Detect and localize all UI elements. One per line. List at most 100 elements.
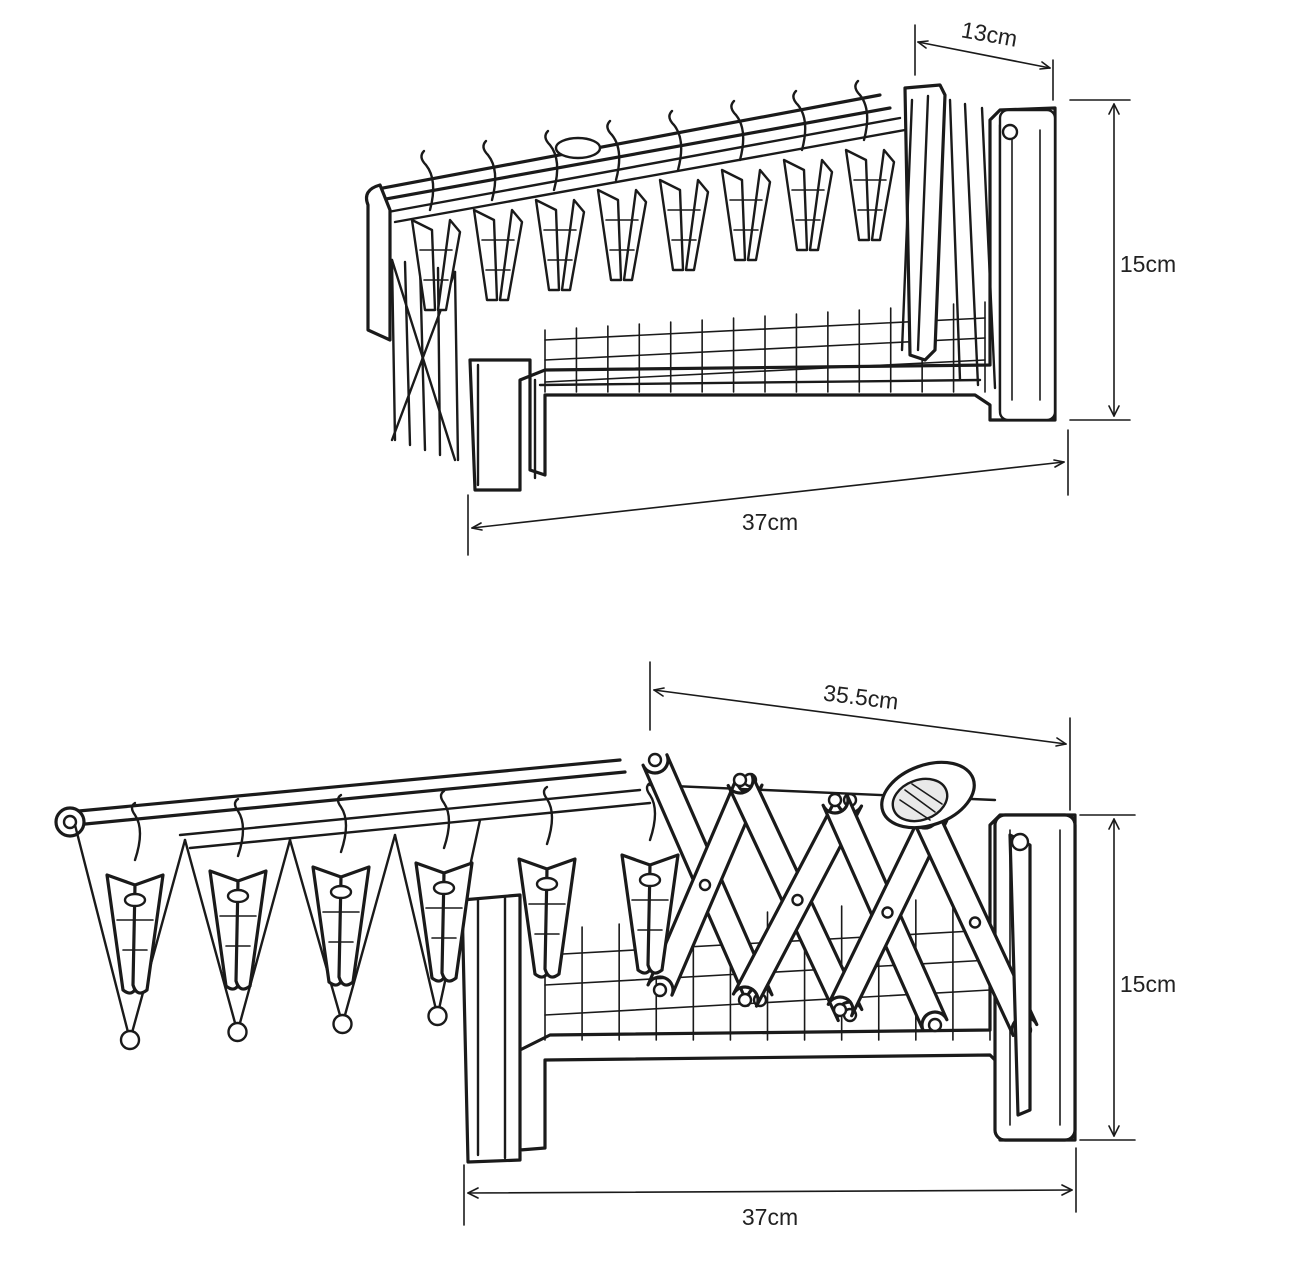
peg-spring — [631, 899, 669, 931]
peg-spring — [853, 179, 887, 211]
peg-pivot — [432, 880, 456, 896]
peg-arm — [808, 158, 834, 252]
peg-pivot — [535, 876, 559, 892]
clothes-peg — [720, 99, 772, 262]
extended-clip-row — [105, 781, 680, 995]
extended-height-dimension: 15cm — [1079, 814, 1176, 1141]
hook — [439, 789, 451, 850]
scissor-link — [73, 823, 132, 1042]
peg-spring — [425, 907, 463, 939]
hook — [233, 797, 245, 858]
clothes-peg — [105, 801, 165, 995]
extended-rack-illustration — [54, 752, 1077, 1164]
peg-spring — [667, 209, 701, 241]
pivot — [332, 1013, 353, 1035]
clothes-peg — [596, 119, 648, 282]
rivet — [927, 1017, 943, 1033]
folded-clip-row — [410, 79, 896, 312]
peg-arm — [684, 178, 710, 272]
hook — [645, 781, 657, 842]
grid-wire — [544, 359, 986, 383]
clothes-peg — [620, 781, 680, 975]
hook — [792, 89, 807, 152]
peg-arm — [844, 148, 871, 242]
scissor-link — [128, 838, 187, 1042]
peg-spring — [791, 189, 825, 221]
folded-rack-illustration — [364, 79, 1057, 492]
rivet — [832, 1002, 848, 1018]
folded-height-label: 15cm — [1120, 251, 1176, 277]
rivet — [1010, 832, 1030, 852]
peg-arm — [658, 178, 685, 272]
hook — [482, 139, 497, 202]
peg-arm — [534, 198, 561, 292]
clothes-peg — [410, 149, 462, 312]
hook — [854, 79, 869, 142]
clothes-peg — [414, 789, 474, 983]
peg-arm — [234, 869, 268, 991]
peg-pivot — [123, 892, 147, 908]
folded-width-dimension: 37cm — [467, 429, 1069, 556]
peg-arm — [870, 148, 896, 242]
scissor-link — [393, 833, 439, 1018]
scissor-link — [288, 838, 344, 1026]
hook — [544, 129, 559, 192]
peg-arm — [720, 168, 747, 262]
peg-pivot — [638, 872, 662, 888]
folded-height-dimension: 15cm — [1069, 99, 1176, 421]
extended-height-label: 15cm — [1120, 971, 1176, 997]
peg-arm — [746, 168, 772, 262]
hook — [420, 149, 435, 212]
peg-arm — [543, 857, 577, 979]
pivot — [427, 1005, 448, 1027]
peg-spring — [419, 249, 453, 281]
clothes-peg — [658, 109, 710, 272]
rivet — [647, 752, 663, 768]
peg-spring — [219, 915, 257, 947]
clothes-peg — [517, 785, 577, 979]
clothes-peg — [534, 129, 586, 292]
peg-spring — [322, 911, 360, 943]
peg-arm — [498, 208, 524, 302]
clothes-peg — [472, 139, 524, 302]
clothes-peg — [844, 79, 896, 242]
hook — [336, 793, 348, 854]
peg-arm — [782, 158, 809, 252]
peg-arm — [337, 865, 371, 987]
rivet — [698, 878, 712, 892]
folded-depth-label: 13cm — [959, 16, 1019, 51]
peg-spring — [605, 219, 639, 251]
peg-spring — [481, 239, 515, 271]
peg-spring — [543, 229, 577, 261]
pivot — [227, 1021, 248, 1043]
hook — [668, 109, 683, 172]
extended-width-label: 37cm — [742, 1204, 798, 1230]
rivet — [827, 792, 843, 808]
rivet — [881, 906, 894, 919]
folded-width-label: 37cm — [742, 509, 798, 535]
rivet — [652, 982, 668, 998]
extended-reach-label: 35.5cm — [822, 680, 900, 715]
hook — [606, 119, 621, 182]
peg-pivot — [329, 884, 353, 900]
peg-spring — [528, 903, 566, 935]
peg-spring — [729, 199, 763, 231]
clothes-peg — [782, 89, 834, 252]
extended-reach-dimension: 35.5cm — [649, 661, 1071, 811]
scissor-link — [236, 838, 292, 1034]
hook — [730, 99, 745, 162]
clothes-peg — [311, 793, 371, 987]
scissor-link — [183, 838, 239, 1034]
extended-scissor-arm — [73, 752, 1039, 1117]
clothes-peg — [208, 797, 268, 991]
rivet — [737, 992, 753, 1008]
rivet — [732, 772, 748, 788]
peg-spring — [116, 919, 154, 951]
peg-arm — [436, 218, 462, 312]
extended-width-dimension: 37cm — [463, 1147, 1077, 1230]
hook — [130, 801, 142, 862]
peg-arm — [560, 198, 586, 292]
peg-pivot — [226, 888, 250, 904]
peg-arm — [596, 188, 623, 282]
rivet — [968, 916, 982, 929]
